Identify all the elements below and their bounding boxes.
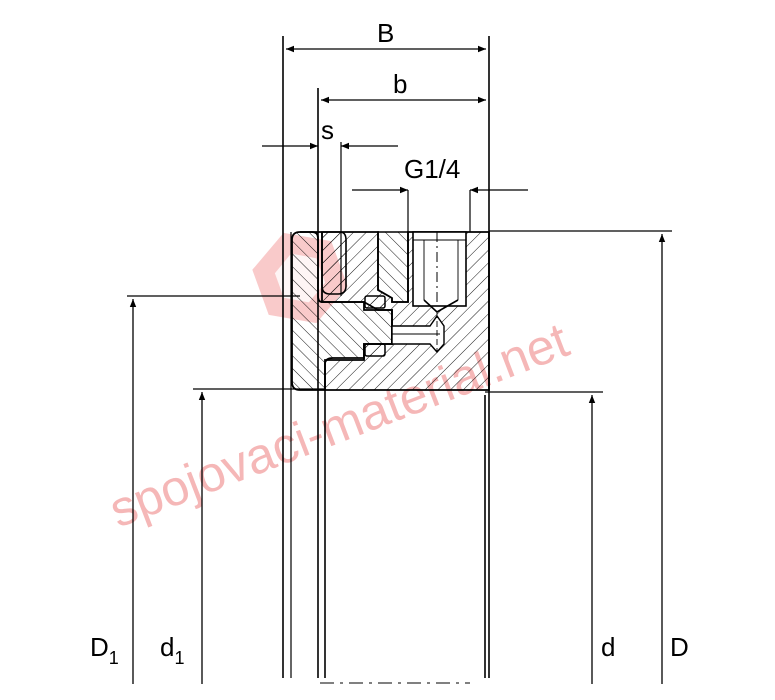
label-d1-main: d: [160, 632, 174, 662]
seal-bottom: [364, 343, 386, 357]
label-G1-4: G1/4: [404, 154, 460, 184]
grease-nipple-channel: [391, 312, 445, 354]
lubrication-bore: [412, 231, 467, 313]
label-d: d: [601, 632, 615, 662]
label-d1-subscript: 1: [174, 648, 184, 668]
label-D1-subscript: 1: [109, 648, 119, 668]
seal-top: [364, 295, 386, 309]
label-D: D: [670, 632, 689, 662]
inner-ring-section: [291, 231, 393, 391]
label-D1: D1: [90, 632, 119, 668]
side-plate: [321, 231, 347, 295]
label-B: B: [377, 18, 394, 48]
label-s: s: [321, 115, 334, 145]
label-d1: d1: [160, 632, 184, 668]
label-b: b: [393, 69, 407, 99]
dimension-lines: [129, 45, 666, 684]
label-D1-main: D: [90, 632, 109, 662]
